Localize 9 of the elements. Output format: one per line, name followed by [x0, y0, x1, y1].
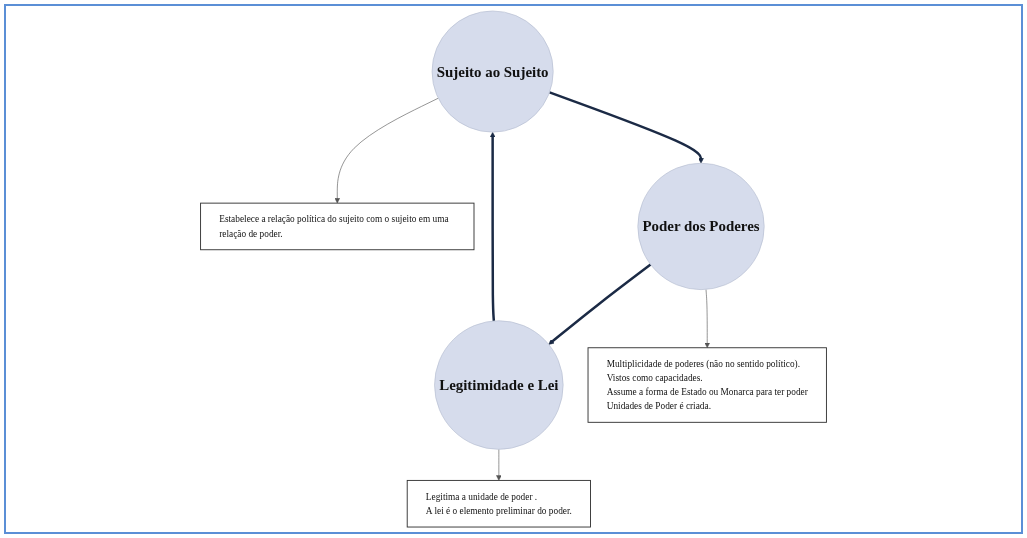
- arrow: [489, 131, 496, 321]
- node-box: Legitima a unidade de poder . A lei é o elemento preliminar do poder.: [406, 479, 591, 528]
- arrow: [549, 91, 704, 164]
- arrow: [548, 263, 652, 345]
- node-circle: Sujeito ao Sujeito: [431, 10, 554, 133]
- node-box: Estabelece a relação política do sujeito com o sujeito em uma relação de poder.: [200, 202, 475, 251]
- node-circle: Poder dos Poderes: [637, 162, 765, 290]
- node-box: Multiplicidade de poderes (não no sentido político). Vistos como capacidades. Assume a forma de Estado ou Monarca para ter poder Unidades de Poder é criada.: [587, 347, 827, 423]
- node-circle: Legitimidade e Lei: [434, 320, 564, 450]
